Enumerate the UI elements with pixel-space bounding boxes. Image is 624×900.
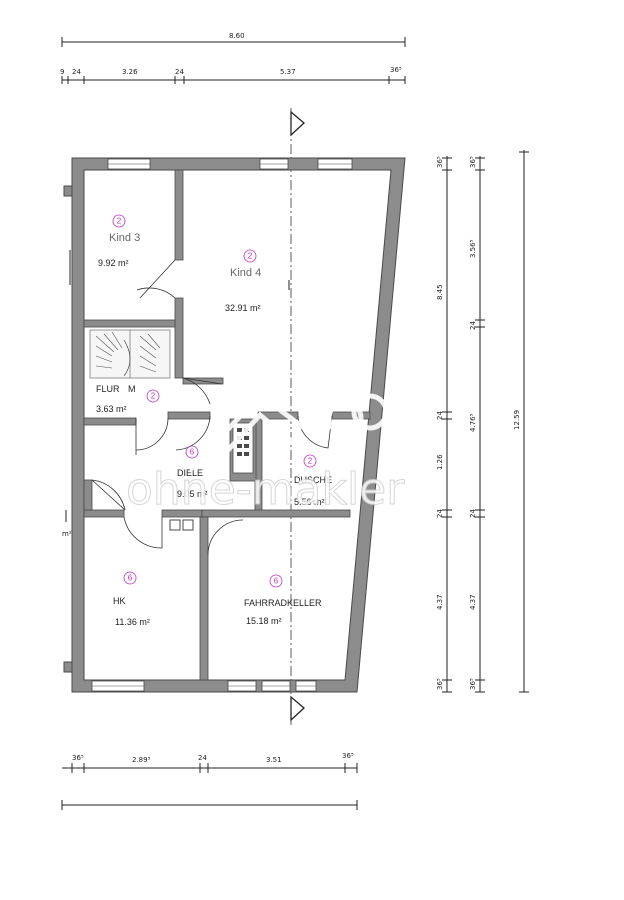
dim-top-tick: 9 (60, 68, 64, 76)
right-dimensions (442, 150, 529, 693)
dim-top-seg-2: 3.26 (122, 68, 138, 76)
room-name-kind3: Kind 3 (109, 232, 140, 244)
dim-bottom-seg-3: 24 (198, 754, 207, 762)
small-shafts (169, 519, 194, 531)
watermark-house-icon (188, 391, 322, 472)
right-dimension-labels: 12.59 36⁵ 8.45 24 1.26 24 4.37 36⁵ 36⁵ 3… (436, 156, 521, 690)
room-number-diele: 6 (190, 448, 195, 457)
dim-right-b-3: 24 (469, 321, 477, 330)
interior-walls (83, 169, 371, 681)
dim-top-total: 8.60 (229, 32, 245, 40)
room-number-flur: 2 (151, 392, 156, 401)
dim-bottom-seg-1: 36⁵ (72, 754, 84, 762)
room-flur: FLUR M 2 3.63 m² (96, 384, 160, 414)
room-kind3: 2 Kind 3 9.92 m² (98, 214, 140, 268)
dim-right-a-7: 36⁵ (436, 678, 444, 690)
dim-bottom-seg-2: 2.89⁵ (132, 756, 151, 764)
dim-top-seg-1: 24 (72, 68, 81, 76)
windows (91, 158, 353, 692)
room-area-kind4: 32.91 m² (225, 303, 261, 313)
room-name-flur: FLUR (96, 384, 120, 394)
door-diele-top (175, 415, 211, 451)
dim-right-b-2: 3.56⁵ (469, 239, 477, 258)
watermark-text: ohne-makler (126, 464, 405, 515)
dim-top-seg-4: 5.37 (280, 68, 296, 76)
dim-right-a-4: 1.26 (436, 454, 444, 470)
watermark: ohne-makler (126, 391, 406, 516)
room-number-kind4: 2 (248, 252, 253, 261)
door-hk (123, 516, 163, 549)
room-area-hk: 11.36 m² (115, 617, 150, 627)
dim-right-a-3: 24 (436, 411, 444, 420)
left-exterior-marks (63, 185, 73, 673)
dim-right-b-6: 4.37 (469, 594, 477, 610)
room-number-fahrradkeller: 6 (274, 577, 279, 586)
dim-right-b-7: 36⁵ (469, 678, 477, 690)
room-extra-flur: M (128, 384, 136, 394)
room-name-hk: HK (113, 596, 126, 606)
dim-top-seg-5: 36⁵ (390, 66, 402, 74)
room-dusche: 2 DUSCHE 5.56 m² (294, 454, 332, 507)
room-number-hk: 6 (128, 574, 133, 583)
dim-right-a-2: 8.45 (436, 284, 444, 300)
room-kind4: 2 Kind 4 32.91 m² (225, 249, 261, 313)
room-name-fahrradkeller: FAHRRADKELLER (244, 598, 322, 608)
door-entrance (91, 479, 126, 511)
room-hk: 6 HK 11.36 m² (113, 571, 150, 627)
room-number-kind3: 2 (117, 217, 122, 226)
room-name-diele: DIELE (177, 468, 203, 478)
left-mark: m² (62, 530, 72, 538)
room-name-dusche: DUSCHE (294, 475, 332, 485)
room-number-dusche: 2 (308, 457, 313, 466)
door-kind3 (136, 259, 176, 299)
room-diele: 6 DIELE 9.05 m² (177, 445, 208, 499)
dim-right-a-1: 36⁵ (436, 156, 444, 168)
dim-bottom-seg-5: 36⁵ (342, 752, 354, 760)
room-area-flur: 3.63 m² (96, 404, 127, 414)
room-area-kind3: 9.92 m² (98, 258, 129, 268)
dim-right-a-5: 24 (436, 509, 444, 518)
dim-top-seg-3: 24 (175, 68, 184, 76)
door-fahrrad (207, 519, 244, 556)
watermark-tree-icon (326, 393, 389, 468)
dim-right-b-4: 4.76⁵ (469, 413, 477, 432)
room-name-kind4: Kind 4 (230, 267, 261, 279)
dim-bottom-seg-4: 3.51 (266, 756, 282, 764)
section-marker-bottom (290, 695, 305, 722)
room-area-fahrradkeller: 15.18 m² (246, 616, 282, 626)
dim-right-a-6: 4.37 (436, 594, 444, 610)
section-marker-top (290, 110, 305, 137)
staircase (89, 329, 171, 379)
room-area-dusche: 5.56 m² (294, 497, 325, 507)
top-dimensions: 8.60 9 24 3.26 24 5.37 36⁵ (60, 32, 406, 84)
dim-right-outer: 12.59 (513, 410, 521, 430)
bottom-dimensions: 36⁵ 2.89⁵ 24 3.51 36⁵ (61, 752, 358, 810)
dim-right-b-5: 24 (469, 509, 477, 518)
dim-right-b-1: 36⁵ (469, 156, 477, 168)
room-area-diele: 9.05 m² (177, 489, 208, 499)
door-flur (135, 417, 169, 455)
room-fahrradkeller: 6 FAHRRADKELLER 15.18 m² (244, 574, 322, 626)
door-kind4 (182, 377, 223, 405)
